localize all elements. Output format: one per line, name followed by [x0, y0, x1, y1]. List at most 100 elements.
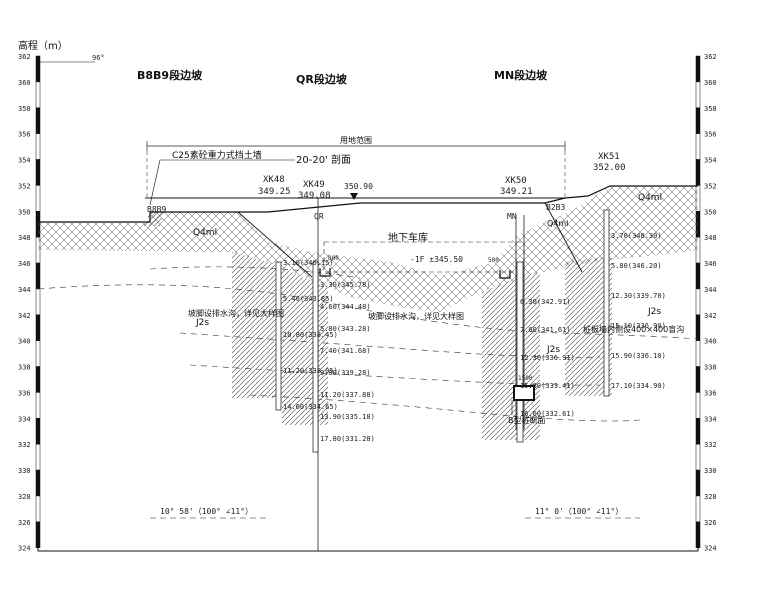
- layer-depth-label: 11.20(337.88): [320, 391, 375, 399]
- dim-label-1500: 1500: [518, 375, 533, 382]
- borehole-id-xk50: XK50: [505, 176, 527, 186]
- layer-depth-label: 3.30(345.78): [320, 281, 371, 289]
- elevation-tick-label: 352: [704, 182, 717, 190]
- borehole-xk49: [312, 261, 319, 453]
- pile-section-box: [513, 385, 535, 401]
- layer-depth-label: 15.90(336.10): [611, 352, 666, 360]
- elevation-tick-label: 358: [704, 105, 717, 113]
- layer-depth-label: 12.30(339.70): [611, 292, 666, 300]
- layer-depth-label: 5.40(343.85): [283, 295, 334, 303]
- geology-q4-mid: Q4ml: [547, 219, 568, 228]
- right-elevation-ruler: 3623603583563543523503483463443423403383…: [695, 53, 717, 553]
- layer-labels-xk50: 6.30(342.91)7.60(341.61)12.30(336.91)15.…: [520, 298, 575, 418]
- blind-ditch-note: 桩板墙内侧设400×400盲沟: [583, 324, 684, 334]
- elevation-tick-label: 340: [704, 338, 717, 346]
- dip-note-right: 11° 0'（100° ∠11°）: [535, 507, 623, 516]
- ruler-segment: [35, 55, 41, 83]
- ruler-segment: [35, 314, 41, 341]
- ruler-segment: [35, 495, 41, 523]
- left-elevation-ruler: 3623603583563543523503483463443423403383…: [18, 53, 41, 553]
- layer-labels-xk49: 3.30(345.78) 4.60(344.48) 5.80(343.28) 7.40…: [320, 281, 375, 443]
- ruler-segment: [35, 469, 41, 497]
- layer-depth-label: 17.80(331.28): [320, 435, 375, 443]
- layer-depth-label: 7.40(341.68): [320, 347, 371, 355]
- elevation-tick-label: 354: [18, 157, 31, 165]
- elevation-tick-label: 348: [18, 234, 31, 242]
- layer-depth-label: 7.60(341.61): [520, 326, 571, 334]
- ruler-segment: [695, 81, 701, 109]
- dim-label-800: 800: [328, 255, 339, 262]
- elevation-unit-label: 高程（m）: [18, 39, 68, 52]
- elevation-tick-label: 346: [18, 260, 31, 268]
- section-title-mn: MN段边坡: [494, 68, 548, 82]
- borehole-id-xk51: XK51: [598, 152, 620, 162]
- elevation-tick-label: 324: [18, 545, 31, 553]
- elevation-tick-label: 352: [18, 182, 31, 190]
- elevation-tick-label: 360: [18, 79, 31, 87]
- ruler-segment: [695, 366, 701, 393]
- elevation-tick-label: 334: [704, 415, 717, 423]
- layer-depth-label: 16.60(332.61): [520, 410, 575, 418]
- section-name-label: 20-20' 剖面: [296, 153, 351, 166]
- borehole-id-xk49: XK49: [303, 180, 325, 190]
- ruler-segment: [35, 133, 41, 160]
- elevation-tick-label: 330: [18, 467, 31, 475]
- layer-depth-label: 5.80(343.28): [320, 325, 371, 333]
- borehole-elev-xk51: 352.00: [593, 163, 626, 173]
- geology-q4-left: Q4ml: [193, 228, 217, 238]
- layer-depth-label: 14.60(334.65): [283, 403, 338, 411]
- borehole-xk48: [275, 261, 282, 411]
- borehole-elev-xk49: 349.08: [298, 191, 331, 201]
- borehole-elev-xk50: 349.21: [500, 187, 533, 197]
- geology-j2s-mid: J2s: [546, 345, 560, 355]
- elevation-tick-label: 340: [18, 338, 31, 346]
- elevation-tick-label: 332: [704, 441, 717, 449]
- layer-depth-label: 6.30(342.91): [520, 298, 571, 306]
- fill-layer-crosshatch: [38, 186, 698, 312]
- elevation-tick-label: 344: [704, 286, 717, 294]
- layer-depth-label: 3.10(346.15): [283, 259, 334, 267]
- borehole-id-xk48: XK48: [263, 175, 285, 185]
- layer-depth-label: 10.80(338.45): [283, 331, 338, 339]
- elevation-tick-label: 328: [18, 493, 31, 501]
- ruler-segment: [695, 469, 701, 497]
- layer-depth-label: 17.10(334.90): [611, 382, 666, 390]
- elevation-tick-label: 336: [704, 389, 717, 397]
- elevation-tick-label: 342: [18, 312, 31, 320]
- layer-depth-label: 4.60(344.48): [320, 303, 371, 311]
- ruler-segment: [695, 133, 701, 160]
- dim-label-500: 500: [488, 257, 499, 264]
- elevation-tick-label: 350: [18, 208, 31, 216]
- point-label-b2b3: B2B3: [546, 203, 565, 212]
- dip-note-left: 10° 58'（100° ∠11°）: [160, 507, 253, 516]
- drain-ditch-qr: [319, 268, 331, 277]
- borehole-elev-xk48: 349.25: [258, 187, 291, 197]
- elevation-tick-label: 334: [18, 415, 31, 423]
- layer-depth-label: 13.90(335.18): [320, 413, 375, 421]
- ruler-segment: [695, 340, 701, 367]
- section-title-b8b9: B8B9段边坡: [137, 68, 203, 82]
- layer-labels-xk51: 3.70(348.30)5.80(346.20)12.30(339.70)15.…: [611, 232, 666, 390]
- ruler-segment: [35, 521, 41, 548]
- elevation-tick-label: 332: [18, 441, 31, 449]
- elevation-tick-label: 350: [704, 208, 717, 216]
- ground-surface-line: [38, 185, 698, 223]
- drain-ditch-mn: [499, 270, 511, 279]
- elevation-tick-label: 324: [704, 545, 717, 553]
- layer-labels-xk48: 3.10(346.15)5.40(343.85)10.80(338.45)11.…: [283, 259, 338, 411]
- layer-depth-label: 9.80(339.28): [320, 369, 371, 377]
- ruler-segment: [695, 107, 701, 134]
- ruler-segment: [695, 392, 701, 419]
- geology-j2s-left: J2s: [195, 318, 209, 328]
- ruler-segment: [35, 443, 41, 471]
- ruler-segment: [695, 521, 701, 548]
- site-boundary-dimension: 用地范围: [146, 135, 566, 198]
- elevation-tick-label: 362: [704, 53, 717, 61]
- geology-q4-right: Q4ml: [638, 193, 662, 203]
- elevation-tick-label: 360: [704, 79, 717, 87]
- ruler-segment: [695, 443, 701, 471]
- ruler-segment: [35, 288, 41, 316]
- garage-outline: [323, 241, 525, 273]
- elevation-tick-label: 356: [704, 131, 717, 139]
